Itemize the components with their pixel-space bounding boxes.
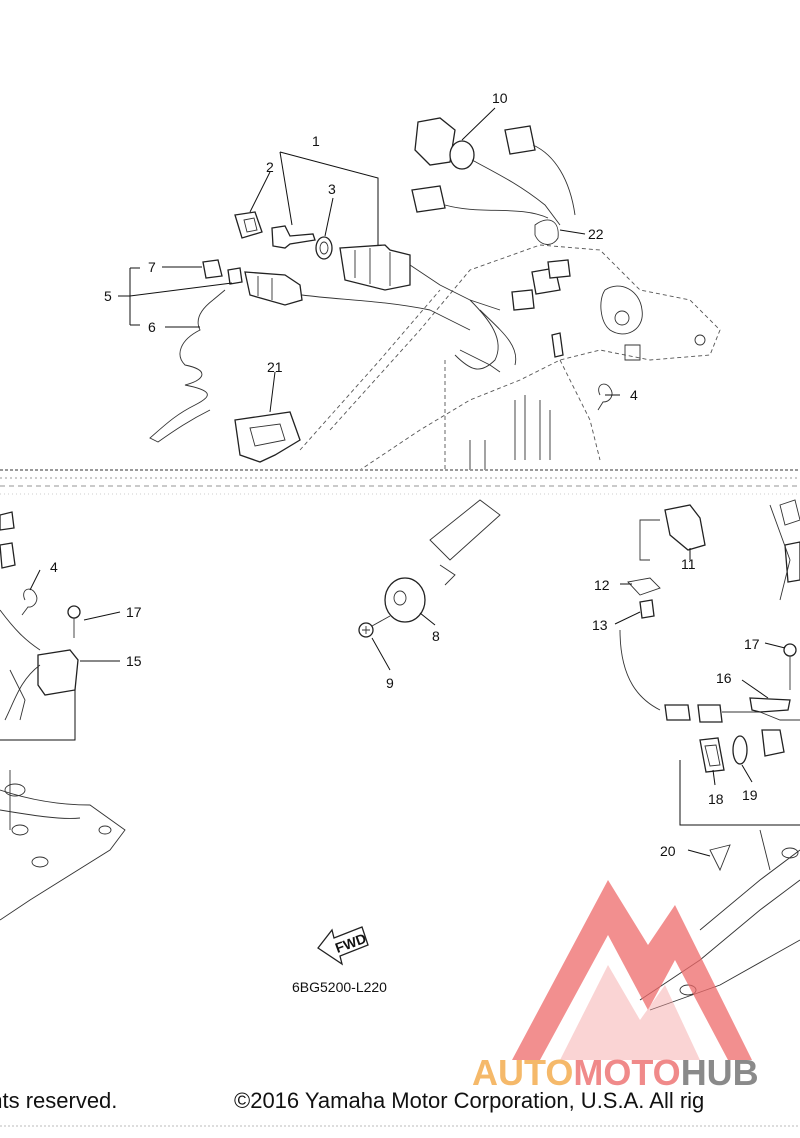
callout-10: 10 (492, 90, 508, 106)
part-10-sensor (411, 117, 576, 245)
callout-3: 3 (328, 181, 336, 197)
steering-column (358, 499, 501, 638)
watermark-hub: HUB (680, 1052, 759, 1093)
callout-15: 15 (126, 653, 142, 669)
callout-2: 2 (266, 159, 274, 175)
callout-20: 20 (660, 843, 676, 859)
callout-numbers: 1 2 3 4 5 6 7 8 9 10 11 12 13 15 16 17 1… (50, 90, 760, 859)
fwd-arrow: FWD (317, 926, 369, 966)
main-switch-assembly (234, 211, 501, 311)
callout-6: 6 (148, 319, 156, 335)
callout-17-right: 17 (744, 636, 760, 652)
callout-4: 4 (630, 387, 638, 403)
callout-9: 9 (386, 675, 394, 691)
callout-5: 5 (104, 288, 112, 304)
callout-7: 7 (148, 259, 156, 275)
callout-22: 22 (588, 226, 604, 242)
callout-17: 17 (126, 604, 142, 620)
left-hull-parts (0, 511, 126, 921)
callout-21: 21 (267, 359, 283, 375)
wire-harness-center (454, 259, 571, 470)
watermark-moto: MOTO (573, 1052, 681, 1093)
watermark-auto: AUTO (472, 1052, 574, 1093)
copyright-notice: ©2016 Yamaha Motor Corporation, U.S.A. A… (234, 1088, 705, 1113)
callout-4-left: 4 (50, 559, 58, 575)
callout-16: 16 (716, 670, 732, 686)
callout-12: 12 (594, 577, 610, 593)
copyright-footer: ghts reserved. ©2016 Yamaha Motor Corpor… (0, 1080, 800, 1120)
image-seam (0, 469, 800, 495)
watermark-text: AUTOMOTOHUB (472, 1052, 759, 1094)
callout-13: 13 (592, 617, 608, 633)
clip-4-top (597, 383, 613, 411)
callout-18: 18 (708, 791, 724, 807)
part-21-bracket (234, 411, 301, 463)
handlebar-frame-outline (299, 244, 721, 471)
watermark-logo (512, 880, 752, 1060)
diagram-code: 6BG5200-L220 (292, 979, 387, 995)
right-hull-parts (619, 499, 800, 1011)
copyright-left-fragment: ghts reserved. (0, 1088, 118, 1113)
callout-11: 11 (681, 556, 696, 572)
callout-8: 8 (432, 628, 440, 644)
callout-19: 19 (742, 787, 758, 803)
stop-switch-assembly (149, 259, 471, 443)
callout-1: 1 (312, 133, 320, 149)
callout-leaders (29, 107, 786, 857)
